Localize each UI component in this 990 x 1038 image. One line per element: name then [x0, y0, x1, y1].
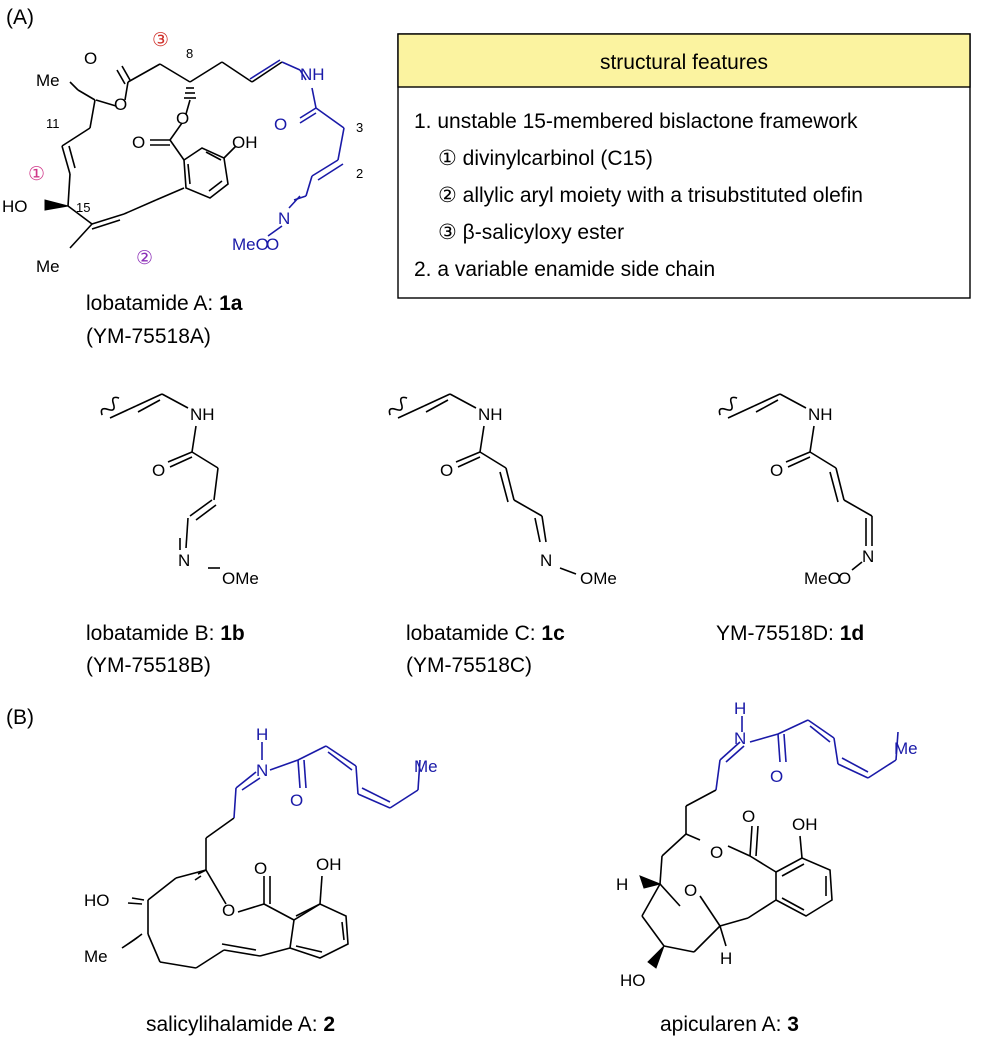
atom-o-amide-2: O	[290, 791, 303, 810]
atom-n-oxime-1a: N	[278, 209, 290, 228]
locant-15-1a: 15	[76, 200, 90, 215]
atom-o-1d: O	[770, 461, 783, 480]
atom-n-1d: N	[862, 547, 874, 566]
caption-2-name: salicylihalamide A: 2	[146, 1013, 335, 1036]
atom-oh-3: OH	[792, 815, 818, 834]
feature-line-2: ① divinylcarbinol (C15)	[438, 147, 653, 170]
atom-h-amide-3: H	[734, 699, 746, 718]
atom-o-benzoate-1a: O	[132, 133, 145, 152]
atom-n-3: N	[734, 729, 746, 748]
atom-o-1c: O	[440, 461, 453, 480]
atom-ome-1b: OMe	[222, 569, 259, 588]
atom-nh-1d: NH	[808, 405, 833, 424]
features-box-header: structural features	[600, 51, 768, 74]
atom-meo-1a: MeO	[232, 235, 269, 254]
atom-n-1c: N	[540, 551, 552, 570]
atom-o-ester-2: O	[222, 901, 235, 920]
atom-h-bottom-3: H	[720, 949, 732, 968]
panel-label-a: (A)	[6, 6, 34, 29]
atom-me-top-1a: Me	[36, 71, 60, 90]
caption-1c-alt: (YM-75518C)	[406, 654, 532, 677]
atom-nh-1b: NH	[190, 405, 215, 424]
atom-o-ester-1a: O	[114, 95, 127, 114]
locant-2-1a: 2	[356, 166, 363, 181]
atom-me-chain-3: Me	[894, 739, 918, 758]
feature-line-1: 1. unstable 15-membered bislactone frame…	[414, 110, 858, 133]
marker-3: ③	[152, 29, 169, 51]
caption-1c-name: lobatamide C: 1c	[406, 622, 565, 645]
caption-3: apicularen A: 3	[660, 1013, 799, 1036]
features-box: structural features 1. unstable 15-membe…	[397, 33, 971, 299]
caption-1a-name: lobatamide A: 1a	[86, 292, 243, 315]
atom-o-pyran-3: O	[684, 881, 697, 900]
feature-line-4: ③ β-salicyloxy ester	[438, 221, 624, 244]
atom-o-carbonyl-2: O	[254, 859, 267, 878]
marker-2: ②	[136, 247, 153, 269]
caption-1b-alt: (YM-75518B)	[86, 654, 211, 677]
features-box-header-bg	[397, 33, 971, 88]
atom-o-oxime-1a: O	[266, 235, 279, 254]
feature-line-3: ② allylic aryl moiety with a trisubstitu…	[438, 184, 863, 207]
atom-ho-2: HO	[84, 891, 110, 910]
atom-h-top-3: H	[616, 875, 628, 894]
structure-2: O O OH HO Me H N O Me	[84, 725, 438, 969]
atom-ome-1c: OMe	[580, 569, 617, 588]
atom-me-2: Me	[84, 947, 108, 966]
atom-nh-1a: NH	[300, 65, 325, 84]
atom-o-1b: O	[152, 461, 165, 480]
caption-1c: lobatamide C: 1c (YM-75518C)	[406, 622, 565, 677]
atom-o-c8-1a: O	[176, 109, 189, 128]
atom-h-2: H	[256, 725, 268, 744]
caption-2: salicylihalamide A: 2	[146, 1013, 335, 1036]
locant-3-1a: 3	[356, 120, 363, 135]
atom-oh-2: OH	[316, 855, 342, 874]
atom-oh-1a: OH	[232, 133, 258, 152]
caption-1a: lobatamide A: 1a (YM-75518A)	[86, 292, 243, 348]
atom-nh-1c: NH	[478, 405, 503, 424]
caption-1b-name: lobatamide B: 1b	[86, 622, 245, 645]
atom-me-bottom-1a: Me	[36, 257, 60, 276]
caption-3-name: apicularen A: 3	[660, 1013, 799, 1036]
atom-ho-1a: HO	[2, 197, 28, 216]
atom-n-2: N	[256, 761, 268, 780]
atom-ho-3: HO	[620, 971, 646, 990]
atom-n-1b: N	[178, 551, 190, 570]
structure-1a-bonds	[44, 61, 283, 249]
caption-1a-alt: (YM-75518A)	[86, 325, 211, 348]
caption-1d: YM-75518D: 1d	[716, 622, 864, 645]
atom-o-oxime-1d: O	[838, 569, 851, 588]
caption-1b: lobatamide B: 1b (YM-75518B)	[86, 622, 245, 677]
structure-1c: NH O N OMe	[388, 393, 617, 588]
structure-1b: NH O N OMe	[100, 393, 259, 588]
atom-o-amide-3: O	[770, 767, 783, 786]
marker-1: ①	[28, 163, 45, 185]
locant-11-1a: 11	[46, 116, 60, 131]
atom-meo-1d: MeO	[804, 569, 841, 588]
structure-1d: NH O N O MeO	[718, 393, 874, 588]
structure-1a-side-chain	[249, 59, 345, 237]
atom-o-amide-1a: O	[274, 115, 287, 134]
caption-1d-name: YM-75518D: 1d	[716, 622, 864, 645]
structure-3: O O O OH H H HO H N O Me	[616, 699, 918, 990]
feature-line-5: 2. a variable enamide side chain	[414, 258, 715, 281]
atom-o-carbonyl-3: O	[742, 807, 755, 826]
structure-1a: O O O O OH Me HO Me 8 11 15 3 2 NH O N O…	[2, 29, 363, 276]
panel-label-b: (B)	[6, 706, 34, 729]
atom-o-carbonyl-1a: O	[84, 49, 97, 68]
locant-8-1a: 8	[186, 46, 193, 61]
atom-me-chain-2: Me	[414, 757, 438, 776]
atom-o-ester-3: O	[710, 843, 723, 862]
